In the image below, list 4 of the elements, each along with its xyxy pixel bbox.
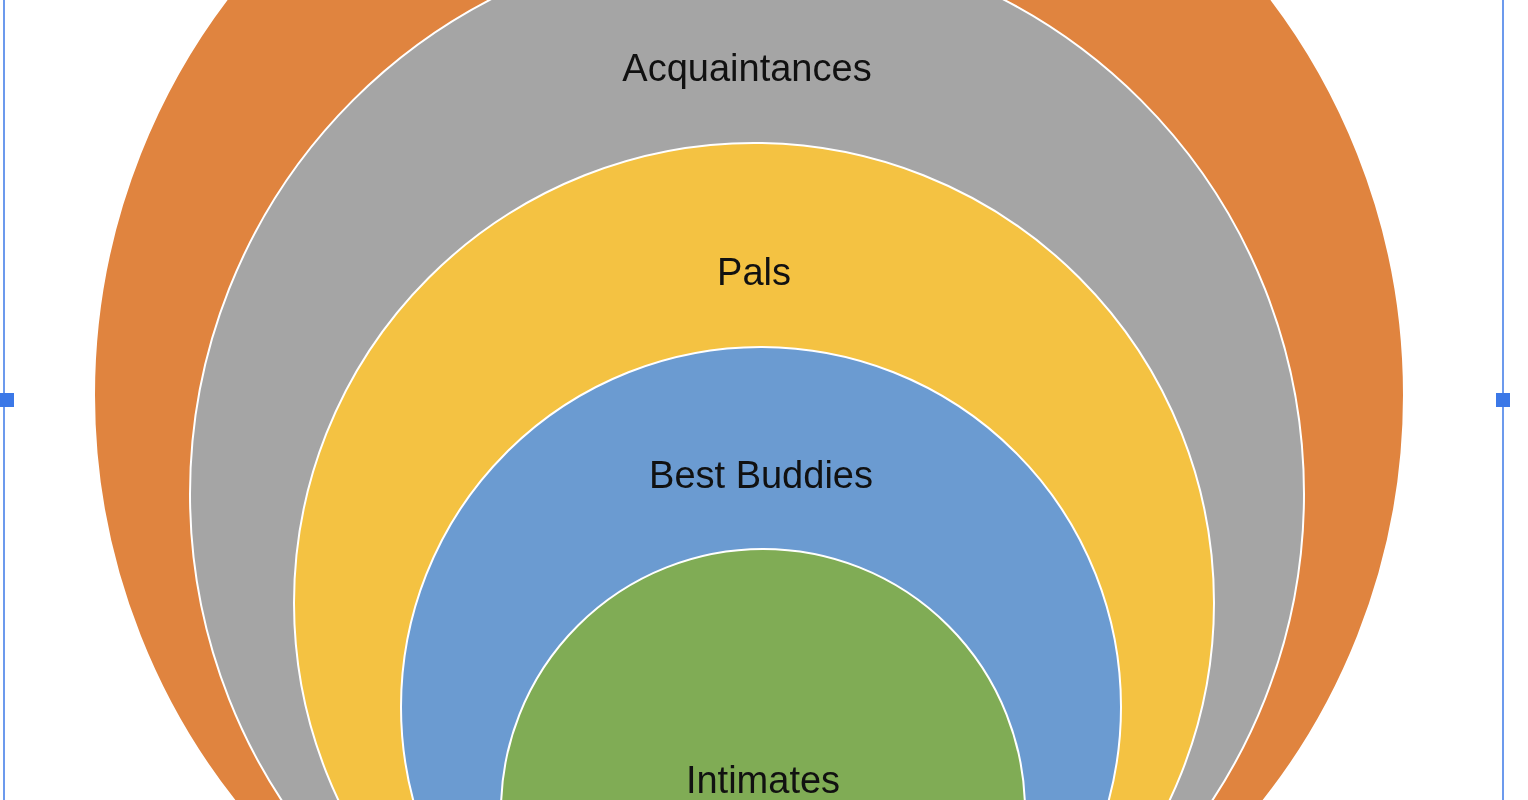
circle-label: Acquaintances <box>622 46 872 90</box>
circle-label: Intimates <box>685 758 841 800</box>
circle-label: Best Buddies <box>649 453 873 497</box>
circle-label: Pals <box>717 250 791 294</box>
